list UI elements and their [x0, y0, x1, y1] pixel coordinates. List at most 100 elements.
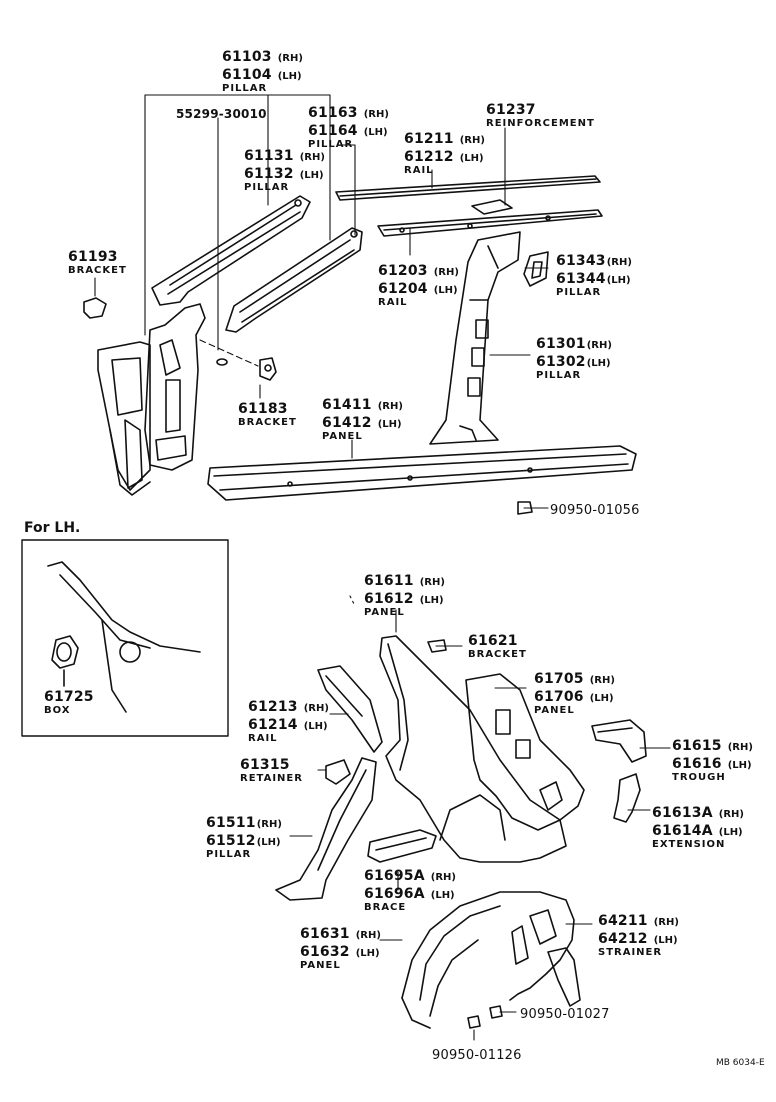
- center-pillar-61301-part: [429, 231, 521, 445]
- part-name: BOX: [44, 705, 71, 716]
- bracket-61193-part: [83, 297, 107, 319]
- part-number-90950-01056: 90950-01056: [550, 503, 640, 518]
- part-number-61301: 61301: [536, 336, 586, 352]
- side-lh: (LH): [433, 285, 458, 296]
- label-61193: 61193 BRACKET: [68, 248, 127, 276]
- part-number-61613a: 61613A: [652, 805, 713, 821]
- label-61511: 61511(RH) 61512(LH) PILLAR: [206, 814, 282, 860]
- plug-55299-part: [216, 358, 228, 366]
- part-number-90950-01126: 90950-01126: [432, 1048, 522, 1063]
- side-lh: (LH): [419, 595, 444, 606]
- part-number-61302: 61302: [536, 354, 586, 370]
- side-rh: (RH): [459, 135, 485, 146]
- side-lh: (LH): [586, 358, 611, 369]
- label-64211: 64211(RH) 64212(LH) STRAINER: [598, 912, 679, 958]
- label-61705: 61705(RH) 61706(LH) PANEL: [534, 670, 615, 716]
- part-number-61104: 61104: [222, 67, 272, 83]
- side-lh: (LH): [299, 170, 324, 181]
- part-name: TROUGH: [672, 772, 726, 783]
- side-lh: (LH): [363, 127, 388, 138]
- label-61163: 61163(RH) 61164(LH) PILLAR: [308, 104, 389, 150]
- side-rh: (RH): [355, 930, 381, 941]
- side-rh: (RH): [363, 109, 389, 120]
- part-number-61214: 61214: [248, 717, 298, 733]
- part-name: PILLAR: [222, 83, 268, 94]
- side-lh: (LH): [355, 948, 380, 959]
- leader-lines-lower: [289, 595, 671, 1041]
- part-number-61621: 61621: [468, 633, 518, 649]
- inset-frame: [21, 539, 229, 737]
- part-number-61696a: 61696A: [364, 886, 425, 902]
- side-rh: (RH): [589, 675, 615, 686]
- part-number-61183: 61183: [238, 401, 288, 417]
- pillar-61131-part: [151, 195, 311, 306]
- quarter-panel-61611-part: [379, 635, 567, 863]
- side-lh: (LH): [377, 419, 402, 430]
- side-lh: (LH): [727, 760, 752, 771]
- label-61611: 61611(RH) 61612(LH) PANEL: [364, 572, 445, 618]
- side-lh: (LH): [303, 721, 328, 732]
- label-61315: 61315 RETAINER: [240, 756, 303, 784]
- part-number-61203: 61203: [378, 263, 428, 279]
- bolt-90950-01027-part: [489, 1005, 503, 1019]
- part-name: BRACKET: [238, 417, 297, 428]
- side-lh: (LH): [459, 153, 484, 164]
- side-rh: (RH): [299, 152, 325, 163]
- part-name: PANEL: [300, 960, 341, 971]
- part-name: BRACE: [364, 902, 407, 913]
- side-lh: (LH): [606, 275, 631, 286]
- part-name: PILLAR: [556, 287, 602, 298]
- part-name: PANEL: [534, 705, 575, 716]
- part-number-61614a: 61614A: [652, 823, 713, 839]
- side-rh: (RH): [377, 401, 403, 412]
- side-lh: (LH): [589, 693, 614, 704]
- label-61183: 61183 BRACKET: [238, 400, 297, 428]
- label-90950-01056: 90950-01056: [550, 501, 640, 517]
- part-number-61344: 61344: [556, 271, 606, 287]
- part-number-61705: 61705: [534, 671, 584, 687]
- strainer-64211-part: [511, 909, 581, 1007]
- side-rh: (RH): [256, 819, 282, 830]
- side-rh: (RH): [430, 872, 456, 883]
- label-61725: 61725 BOX: [44, 688, 94, 716]
- part-number-61132: 61132: [244, 166, 294, 182]
- wheelhouse-panel-61631-part: [401, 891, 575, 1029]
- label-61621: 61621 BRACKET: [468, 632, 527, 660]
- part-number-61511: 61511: [206, 815, 256, 831]
- part-number-61237: 61237: [486, 102, 536, 118]
- side-rh: (RH): [433, 267, 459, 278]
- label-61343: 61343(RH) 61344(LH) PILLAR: [556, 252, 632, 298]
- trough-61615-part: [591, 719, 647, 763]
- part-name: EXTENSION: [652, 839, 726, 850]
- label-61613a: 61613A(RH) 61614A(LH) EXTENSION: [652, 804, 744, 850]
- part-number-61725: 61725: [44, 689, 94, 705]
- side-rh: (RH): [606, 257, 632, 268]
- part-name: PILLAR: [536, 370, 582, 381]
- part-number-61611: 61611: [364, 573, 414, 589]
- part-number-61412: 61412: [322, 415, 372, 431]
- part-number-61343: 61343: [556, 253, 606, 269]
- label-61615: 61615(RH) 61616(LH) TROUGH: [672, 737, 753, 783]
- part-name: PILLAR: [206, 849, 252, 860]
- label-61411: 61411(RH) 61412(LH) PANEL: [322, 396, 403, 442]
- pillar-61511-part: [275, 757, 377, 901]
- bolt-90950-01056-part: [517, 501, 533, 515]
- brace-61695a-part: [367, 829, 437, 863]
- label-55299-30010: 55299-30010: [176, 105, 267, 121]
- part-name: RAIL: [248, 733, 278, 744]
- bracket-61183-part: [259, 357, 277, 381]
- side-rh: (RH): [277, 53, 303, 64]
- label-61103: 61103(RH) 61104(LH) PILLAR: [222, 48, 303, 94]
- side-lh: (LH): [277, 71, 302, 82]
- part-name: RAIL: [404, 165, 434, 176]
- leader-lines-upper: [94, 94, 549, 509]
- side-lh: (LH): [256, 837, 281, 848]
- part-name: PILLAR: [308, 139, 354, 150]
- part-name: BRACKET: [468, 649, 527, 660]
- label-61695a: 61695A(RH) 61696A(LH) BRACE: [364, 867, 456, 913]
- side-lh: (LH): [430, 890, 455, 901]
- side-lh: (LH): [653, 935, 678, 946]
- part-name: RETAINER: [240, 773, 303, 784]
- part-number-55299-30010: 55299-30010: [176, 107, 267, 121]
